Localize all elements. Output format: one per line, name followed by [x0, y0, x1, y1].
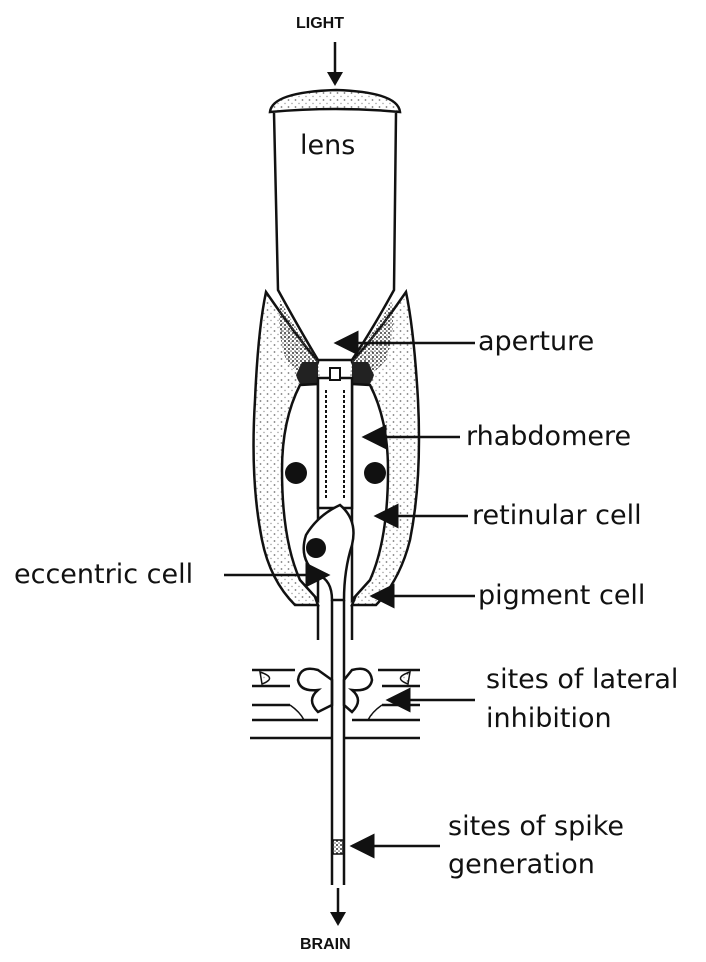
spike-site	[333, 840, 343, 854]
rhabdomere-shape	[318, 378, 352, 508]
lens-label: lens	[300, 130, 355, 162]
nucleus-right	[364, 462, 386, 484]
pigment-cell-label: pigment cell	[478, 580, 645, 612]
spike-generation-label-line1: sites of spike	[448, 811, 624, 843]
lateral-inhibition-label-line2: inhibition	[486, 703, 612, 735]
light-label: LIGHT	[296, 14, 344, 34]
brain-label: BRAIN	[300, 935, 351, 955]
cornea-cap	[270, 90, 400, 112]
aperture-label: aperture	[478, 326, 594, 358]
spike-generation-label-line2: generation	[448, 849, 595, 881]
lateral-inhibition-label-line1: sites of lateral	[486, 664, 678, 696]
nucleus-left	[285, 462, 307, 484]
eccentric-cell-label: eccentric cell	[14, 559, 193, 591]
retinular-cell-label: retinular cell	[472, 500, 642, 532]
rhabdomere-label: rhabdomere	[466, 421, 631, 453]
